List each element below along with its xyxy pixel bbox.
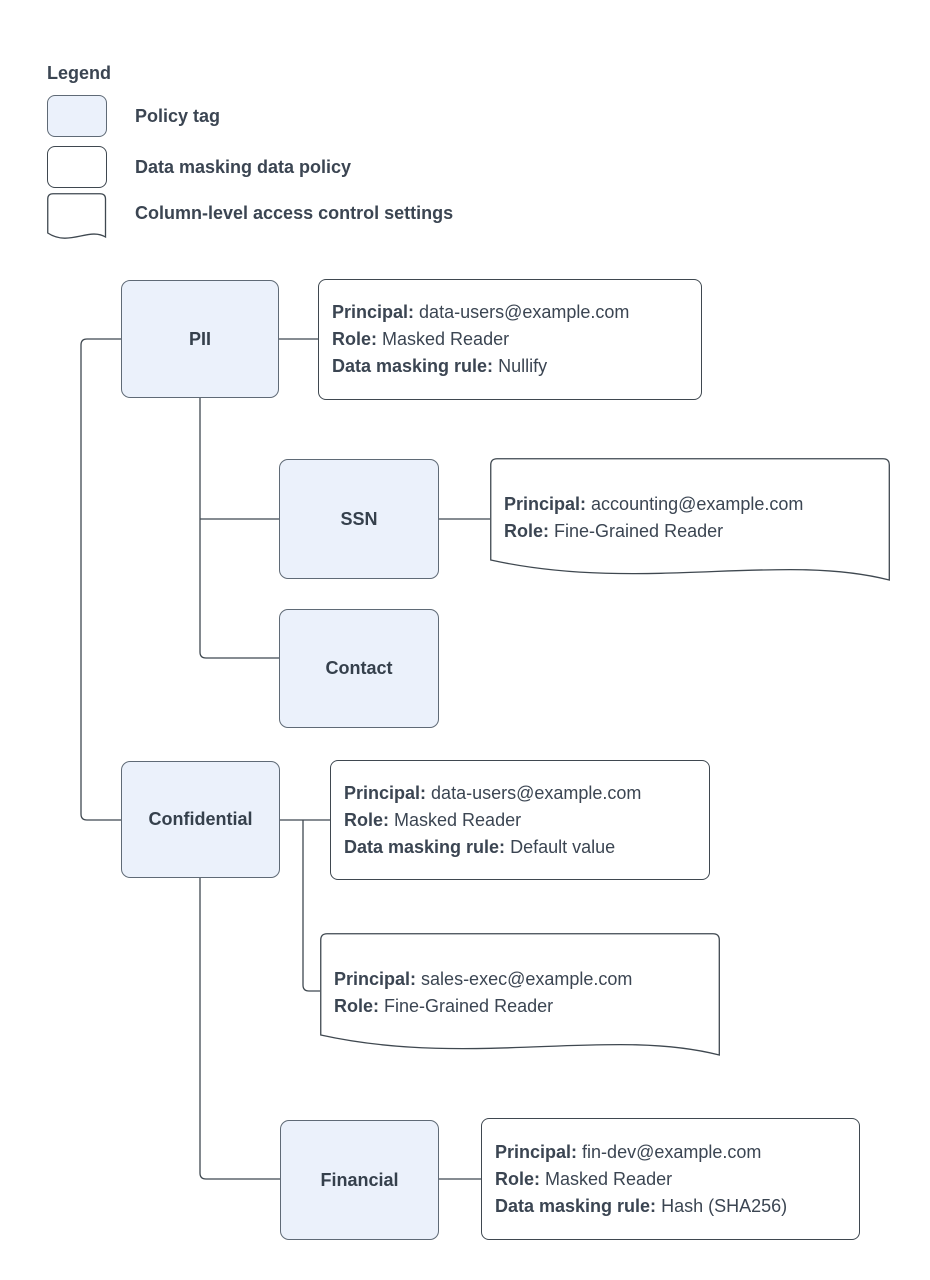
policy-field-label: Role: — [504, 521, 549, 541]
policy-tag-confidential-label: Confidential — [148, 809, 253, 829]
document-shape — [320, 933, 720, 1056]
legend-swatch-column-access-doc — [47, 193, 107, 247]
policy-line: Data masking rule: Default value — [344, 834, 703, 861]
legend-swatch-data-masking-policy — [47, 146, 107, 188]
policy-tag-ssn: SSN — [279, 459, 439, 579]
policy-tag-contact-label: Contact — [325, 658, 393, 678]
policy-field-value: Masked Reader — [394, 809, 522, 830]
policy-tag-pii: PII — [121, 280, 279, 398]
policy-line: Principal: data-users@example.com — [344, 780, 703, 807]
policy-field-label: Role: — [344, 809, 389, 830]
legend-label-data-masking-policy: Data masking data policy — [135, 157, 352, 177]
policy-field-value: Hash (SHA256) — [661, 1195, 788, 1216]
policy-field-label: Data masking rule: — [332, 356, 494, 376]
masking-policy-box-confidential: Principal: data-users@example.com Role: … — [330, 760, 710, 880]
policy-field-label: Role: — [334, 996, 379, 1016]
policy-field-label: Principal: — [334, 969, 417, 989]
policy-line: Role: Fine-Grained Reader — [504, 518, 890, 545]
access-control-doc-text: Principal: accounting@example.com Role: … — [490, 458, 890, 578]
policy-field-value: Default value — [510, 836, 616, 857]
policy-field-value: Fine-Grained Reader — [554, 521, 724, 541]
access-control-doc-ssn: Principal: accounting@example.com Role: … — [490, 458, 890, 593]
connector-confidential-financial — [199, 878, 280, 1180]
legend-title: Legend — [47, 63, 112, 83]
policy-tag-ssn-label: SSN — [340, 508, 378, 529]
connector-trunk-pii-confidential — [80, 338, 121, 821]
access-control-doc-text: Principal: sales-exec@example.com Role: … — [320, 933, 720, 1053]
legend-label-column-access: Column-level access control settings — [135, 203, 454, 223]
policy-tag-pii-label: PII — [188, 328, 211, 349]
policy-tag-financial-label: Financial — [320, 1169, 399, 1190]
legend-label-policy-tag: Policy tag — [135, 106, 221, 126]
policy-field-value: data-users@example.com — [431, 782, 642, 803]
policy-field-value: accounting@example.com — [591, 494, 804, 514]
policy-line: Principal: accounting@example.com — [504, 491, 890, 518]
document-shape — [490, 458, 890, 581]
policy-field-label: Data masking rule: — [344, 836, 506, 857]
policy-line: Role: Masked Reader — [344, 807, 703, 834]
policy-field-value: Masked Reader — [545, 1168, 673, 1189]
policy-field-label: Principal: — [504, 494, 587, 514]
policy-line: Role: Masked Reader — [332, 326, 695, 353]
policy-field-value: data-users@example.com — [419, 302, 630, 322]
policy-tag-financial: Financial — [280, 1120, 439, 1240]
policy-field-label: Role: — [332, 329, 377, 349]
policy-line: Principal: sales-exec@example.com — [334, 966, 720, 993]
policy-line: Role: Masked Reader — [495, 1166, 853, 1193]
access-control-doc-confidential: Principal: sales-exec@example.com Role: … — [320, 933, 720, 1068]
masking-policy-box-pii: Principal: data-users@example.com Role: … — [318, 279, 702, 400]
connector-confidential-access-doc — [302, 820, 320, 992]
policy-field-value: sales-exec@example.com — [421, 969, 633, 989]
policy-line: Data masking rule: Nullify — [332, 353, 695, 380]
policy-line: Principal: fin-dev@example.com — [495, 1139, 853, 1166]
policy-field-value: Fine-Grained Reader — [384, 996, 554, 1016]
legend-swatch-policy-tag — [47, 95, 107, 137]
policy-field-value: fin-dev@example.com — [582, 1141, 762, 1162]
policy-field-value: Masked Reader — [382, 329, 510, 349]
connector-pii-contact — [199, 398, 279, 659]
policy-field-label: Role: — [495, 1168, 540, 1189]
policy-line: Role: Fine-Grained Reader — [334, 993, 720, 1020]
policy-field-label: Data masking rule: — [495, 1195, 657, 1216]
policy-field-label: Principal: — [495, 1141, 578, 1162]
policy-field-value: Nullify — [498, 356, 548, 376]
document-shape-icon — [47, 193, 107, 239]
policy-tag-contact: Contact — [279, 609, 439, 728]
policy-field-label: Principal: — [344, 782, 427, 803]
policy-field-label: Principal: — [332, 302, 415, 322]
masking-policy-box-financial: Principal: fin-dev@example.com Role: Mas… — [481, 1118, 860, 1240]
policy-tag-confidential: Confidential — [121, 761, 280, 878]
policy-line: Principal: data-users@example.com — [332, 299, 695, 326]
policy-line: Data masking rule: Hash (SHA256) — [495, 1193, 853, 1220]
